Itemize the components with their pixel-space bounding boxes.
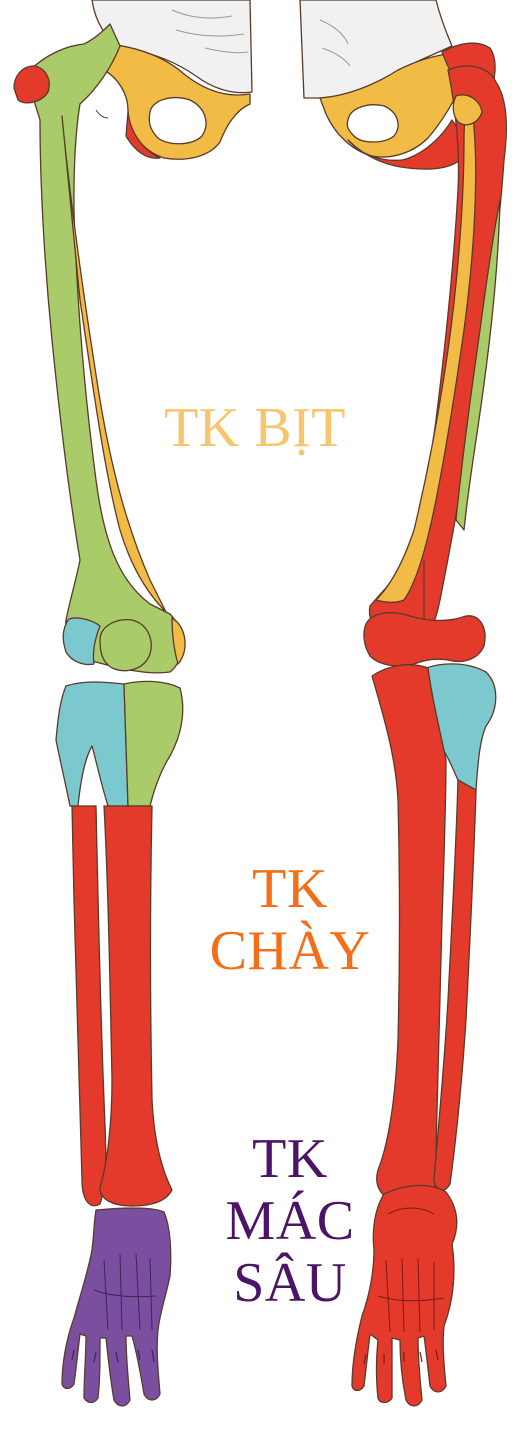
deep-peroneal-nerve-label-line-1: TK xyxy=(200,1128,380,1190)
tibial-nerve-label-line-1: TK xyxy=(195,858,385,920)
deep-peroneal-nerve-label-line-3: SÂU xyxy=(200,1252,380,1314)
left-lower-leg xyxy=(56,681,183,1206)
tibial-nerve-label: TK CHÀY xyxy=(195,858,385,982)
obturator-nerve-label: TK BỊT xyxy=(130,400,380,456)
left-foot xyxy=(62,1208,171,1406)
deep-peroneal-nerve-label-line-2: MÁC xyxy=(200,1190,380,1252)
left-knee xyxy=(63,618,151,671)
left-pelvis xyxy=(92,0,252,159)
right-knee xyxy=(364,613,485,666)
obturator-nerve-label-line-1: TK BỊT xyxy=(130,400,380,456)
right-lower-leg xyxy=(372,664,496,1202)
deep-peroneal-nerve-label: TK MÁC SÂU xyxy=(200,1128,380,1314)
tibial-nerve-label-line-2: CHÀY xyxy=(195,920,385,982)
